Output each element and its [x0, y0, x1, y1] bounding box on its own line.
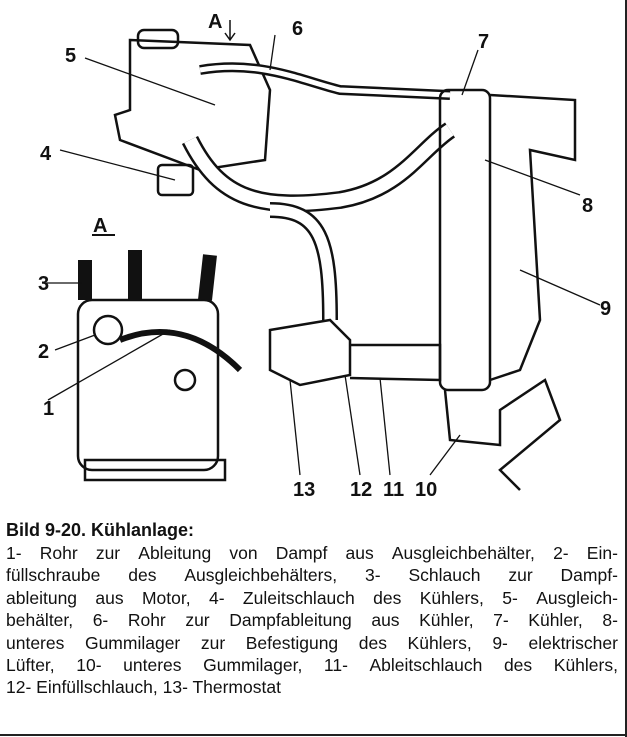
caption-word: Rohr	[127, 610, 166, 631]
callout-6: 6	[292, 18, 303, 40]
caption-word: Ein-	[586, 543, 618, 563]
filler-hose-12	[269, 202, 338, 321]
caption-word: Motor,	[141, 587, 191, 608]
callout-13: 13	[293, 479, 315, 501]
caption-line: ableitung aus Motor, 4- Zuleitschlauch des Küh…	[6, 587, 618, 609]
caption-word: von	[229, 543, 258, 563]
caption-word: Ableitschlauch	[369, 655, 483, 676]
cooling-system-diagram: A A 1 2 3 4 5 6 7 8 9 10 11 12 13	[38, 11, 611, 501]
caption-word: aus	[371, 610, 400, 631]
caption-word: elektrischer	[528, 632, 618, 653]
outlet-hose-11	[349, 343, 442, 382]
caption-word: Schlauch	[408, 565, 481, 586]
steam-hose-3	[78, 250, 217, 301]
caption-word: aus	[345, 543, 374, 563]
callout-10: 10	[415, 479, 437, 501]
caption-word: Ableitung	[138, 543, 212, 563]
caption-word: 9-	[492, 632, 508, 653]
caption-word: Ausgleich-	[536, 587, 618, 608]
caption-word: Rohr	[39, 543, 78, 563]
caption-word: Kühlers,	[407, 632, 472, 653]
leader-lines	[45, 34, 601, 476]
caption-word: 2-	[553, 543, 569, 563]
detail-view-label: A	[93, 215, 107, 237]
caption-word: Dampfableitung	[229, 610, 352, 631]
caption-word: zur	[95, 543, 121, 563]
callout-2: 2	[38, 341, 49, 363]
caption-title: Bild 9-20. Kühlanlage:	[6, 520, 195, 540]
caption-word: 1-	[6, 543, 22, 563]
caption-word: aus	[95, 587, 124, 608]
steam-pipe-6-inner	[199, 64, 451, 98]
caption-word: 10-	[76, 655, 102, 676]
caption-word: des	[373, 587, 402, 608]
filler-hose-12-inner	[269, 204, 336, 321]
caption-word: zur	[200, 632, 226, 653]
caption-word: Dampf	[275, 543, 328, 563]
caption-word: 11-	[323, 655, 348, 676]
caption-word: Kühlers,	[419, 587, 484, 608]
caption-word: 5-	[502, 587, 518, 608]
caption-word: 8-	[602, 610, 618, 631]
hose-stub-4	[156, 163, 195, 197]
caption-word: 4-	[208, 587, 225, 608]
caption-word: Gummilager,	[203, 655, 303, 676]
caption-word: Kühlers,	[553, 655, 618, 676]
caption-line: Lüfter, 10- unteres Gummilager, 11- Ableitsch…	[6, 654, 618, 676]
thermostat-13	[268, 318, 352, 387]
caption-word: behälter,	[6, 610, 74, 631]
view-arrow-label: A	[208, 11, 222, 33]
caption-word: unteres	[6, 632, 65, 653]
filler-screw-2	[92, 314, 124, 346]
caption-word: Kühler,	[528, 610, 583, 631]
callout-1: 1	[43, 398, 54, 420]
caption-word: 6-	[92, 610, 109, 631]
caption-word: Ausgleichbehälters,	[184, 565, 338, 586]
caption-word: des	[503, 655, 533, 676]
caption-word: Dampf-	[560, 565, 618, 586]
caption-line: unteres Gummilager zur Befestigung des Kühler…	[6, 632, 618, 654]
callout-3: 3	[38, 273, 49, 295]
caption-word: Gummilager	[84, 632, 181, 653]
callout-12: 12	[350, 479, 372, 501]
caption-word: Kühler,	[419, 610, 474, 631]
caption-word: 7-	[493, 610, 509, 631]
caption-word: Zuleitschlauch	[242, 587, 355, 608]
supply-hose-4-inner	[184, 124, 454, 210]
callout-11: 11	[383, 479, 404, 501]
detail-a-housing	[76, 298, 220, 472]
caption-word: zur	[185, 610, 210, 631]
caption-word: ableitung	[6, 587, 78, 608]
view-arrow-icon	[224, 20, 236, 42]
detail-a-plug	[173, 368, 197, 392]
callout-7: 7	[478, 31, 489, 53]
radiator-7	[438, 88, 492, 392]
caption-word: Lüfter,	[6, 655, 55, 676]
bottom-rule	[0, 734, 625, 736]
caption-line: füllschraube des Ausgleichbehälters, 3- Schl…	[6, 564, 618, 586]
caption-word: zur	[508, 565, 533, 586]
callout-9: 9	[600, 298, 611, 320]
caption-word: Ausgleichbehälter,	[391, 543, 535, 563]
detail-a-base	[83, 458, 227, 482]
caption-word: 3-	[365, 565, 381, 586]
callout-5: 5	[65, 45, 76, 67]
caption-word: des	[128, 565, 157, 586]
steam-pipe-1	[118, 329, 243, 373]
electric-fan-9	[489, 93, 577, 382]
radiator-bracket-10	[443, 378, 562, 491]
caption-word: Befestigung	[245, 632, 339, 653]
callout-8: 8	[582, 195, 593, 217]
caption-word: füllschraube	[6, 565, 101, 586]
caption-word: des	[358, 632, 387, 653]
tank-cap	[136, 28, 180, 50]
callout-4: 4	[40, 143, 52, 165]
caption-word: unteres	[123, 655, 182, 676]
caption-line: 12- Einfüllschlauch, 13- Thermostat	[6, 677, 281, 698]
